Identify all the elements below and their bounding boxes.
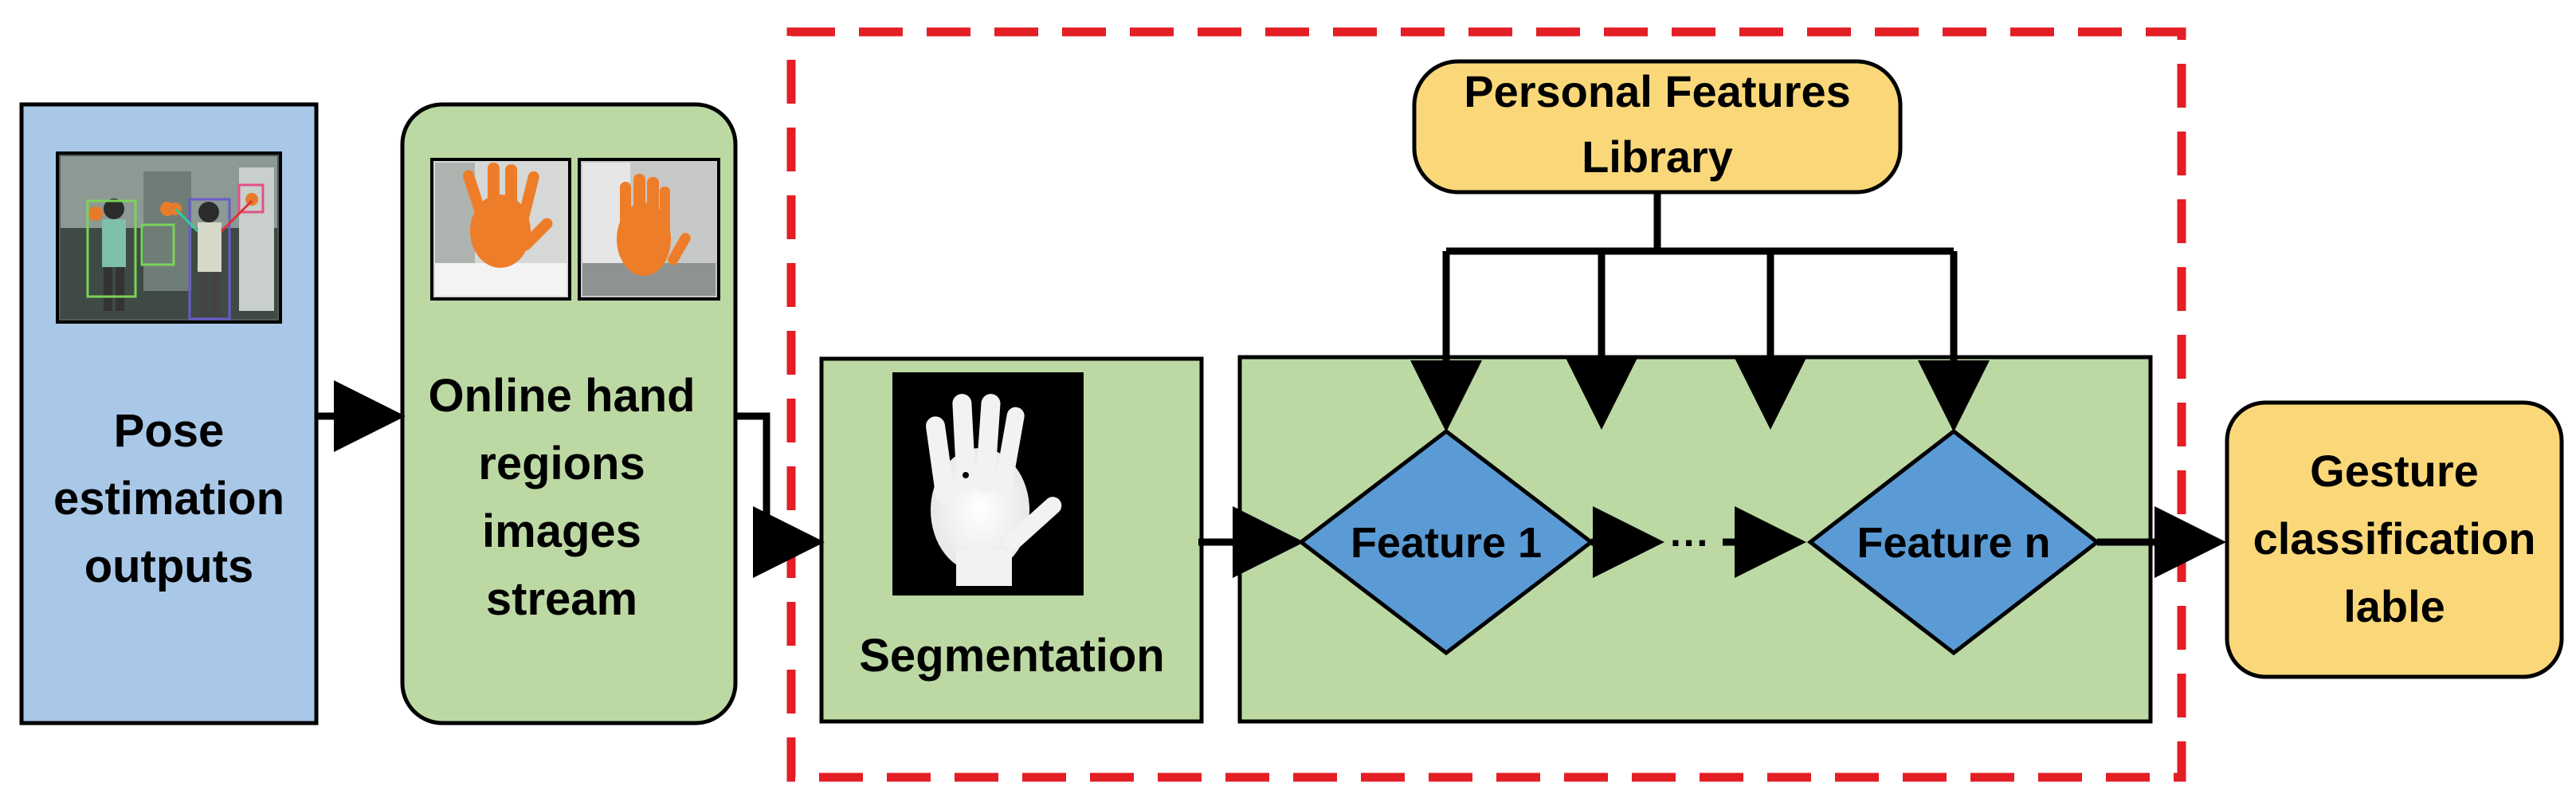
hand-box-line-4: stream — [486, 573, 637, 625]
feature-1-diamond: Feature 1 — [1297, 428, 1595, 656]
pose-detection-image — [56, 151, 282, 324]
hand-box-line-1: Online hand — [428, 370, 695, 422]
hand-regions-box: Online hand regions images stream — [400, 102, 738, 725]
feature-n-label: Feature n — [1857, 519, 2050, 567]
output-line-3: lable — [2343, 581, 2445, 631]
pose-estimation-box: Pose estimation outputs — [19, 102, 319, 725]
hand-crop-image-1 — [430, 158, 571, 301]
pose-box-line-3: outputs — [84, 541, 254, 592]
output-line-2: classification — [2253, 513, 2536, 564]
feature-n-diamond: Feature n — [1806, 428, 2101, 656]
processing-region-border — [786, 27, 2186, 782]
output-line-1: Gesture — [2310, 446, 2479, 496]
binary-hand-mask-image — [892, 372, 1084, 596]
pose-box-line-2: estimation — [53, 473, 284, 525]
hand-crop-image-2 — [578, 158, 720, 301]
segmentation-label: Segmentation — [859, 630, 1165, 682]
library-line-1: Personal Features — [1464, 66, 1851, 116]
segmentation-box: Segmentation — [819, 356, 1204, 724]
library-line-2: Library — [1582, 132, 1733, 182]
pose-box-line-1: Pose — [114, 405, 225, 457]
gesture-classification-box: Gesture classification lable — [2225, 400, 2564, 679]
features-ellipsis: ··· — [1670, 521, 1710, 565]
connectors — [317, 192, 2226, 578]
hand-box-line-3: images — [482, 505, 641, 557]
hand-box-line-2: regions — [478, 438, 645, 489]
arrow-hand-to-segmentation — [736, 412, 825, 578]
personal-features-library-box: Personal Features Library — [1412, 59, 1903, 195]
feature-1-label: Feature 1 — [1351, 519, 1542, 567]
